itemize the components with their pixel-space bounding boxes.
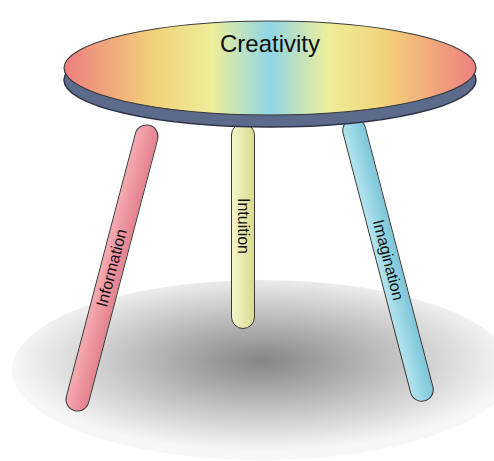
seat-label: Creativity <box>220 18 320 58</box>
leg-label: Intuition <box>234 198 252 254</box>
stool-seat: Creativity <box>62 18 478 130</box>
leg-label: Imagination <box>369 218 407 303</box>
stool-leg: Intuition <box>231 123 255 329</box>
